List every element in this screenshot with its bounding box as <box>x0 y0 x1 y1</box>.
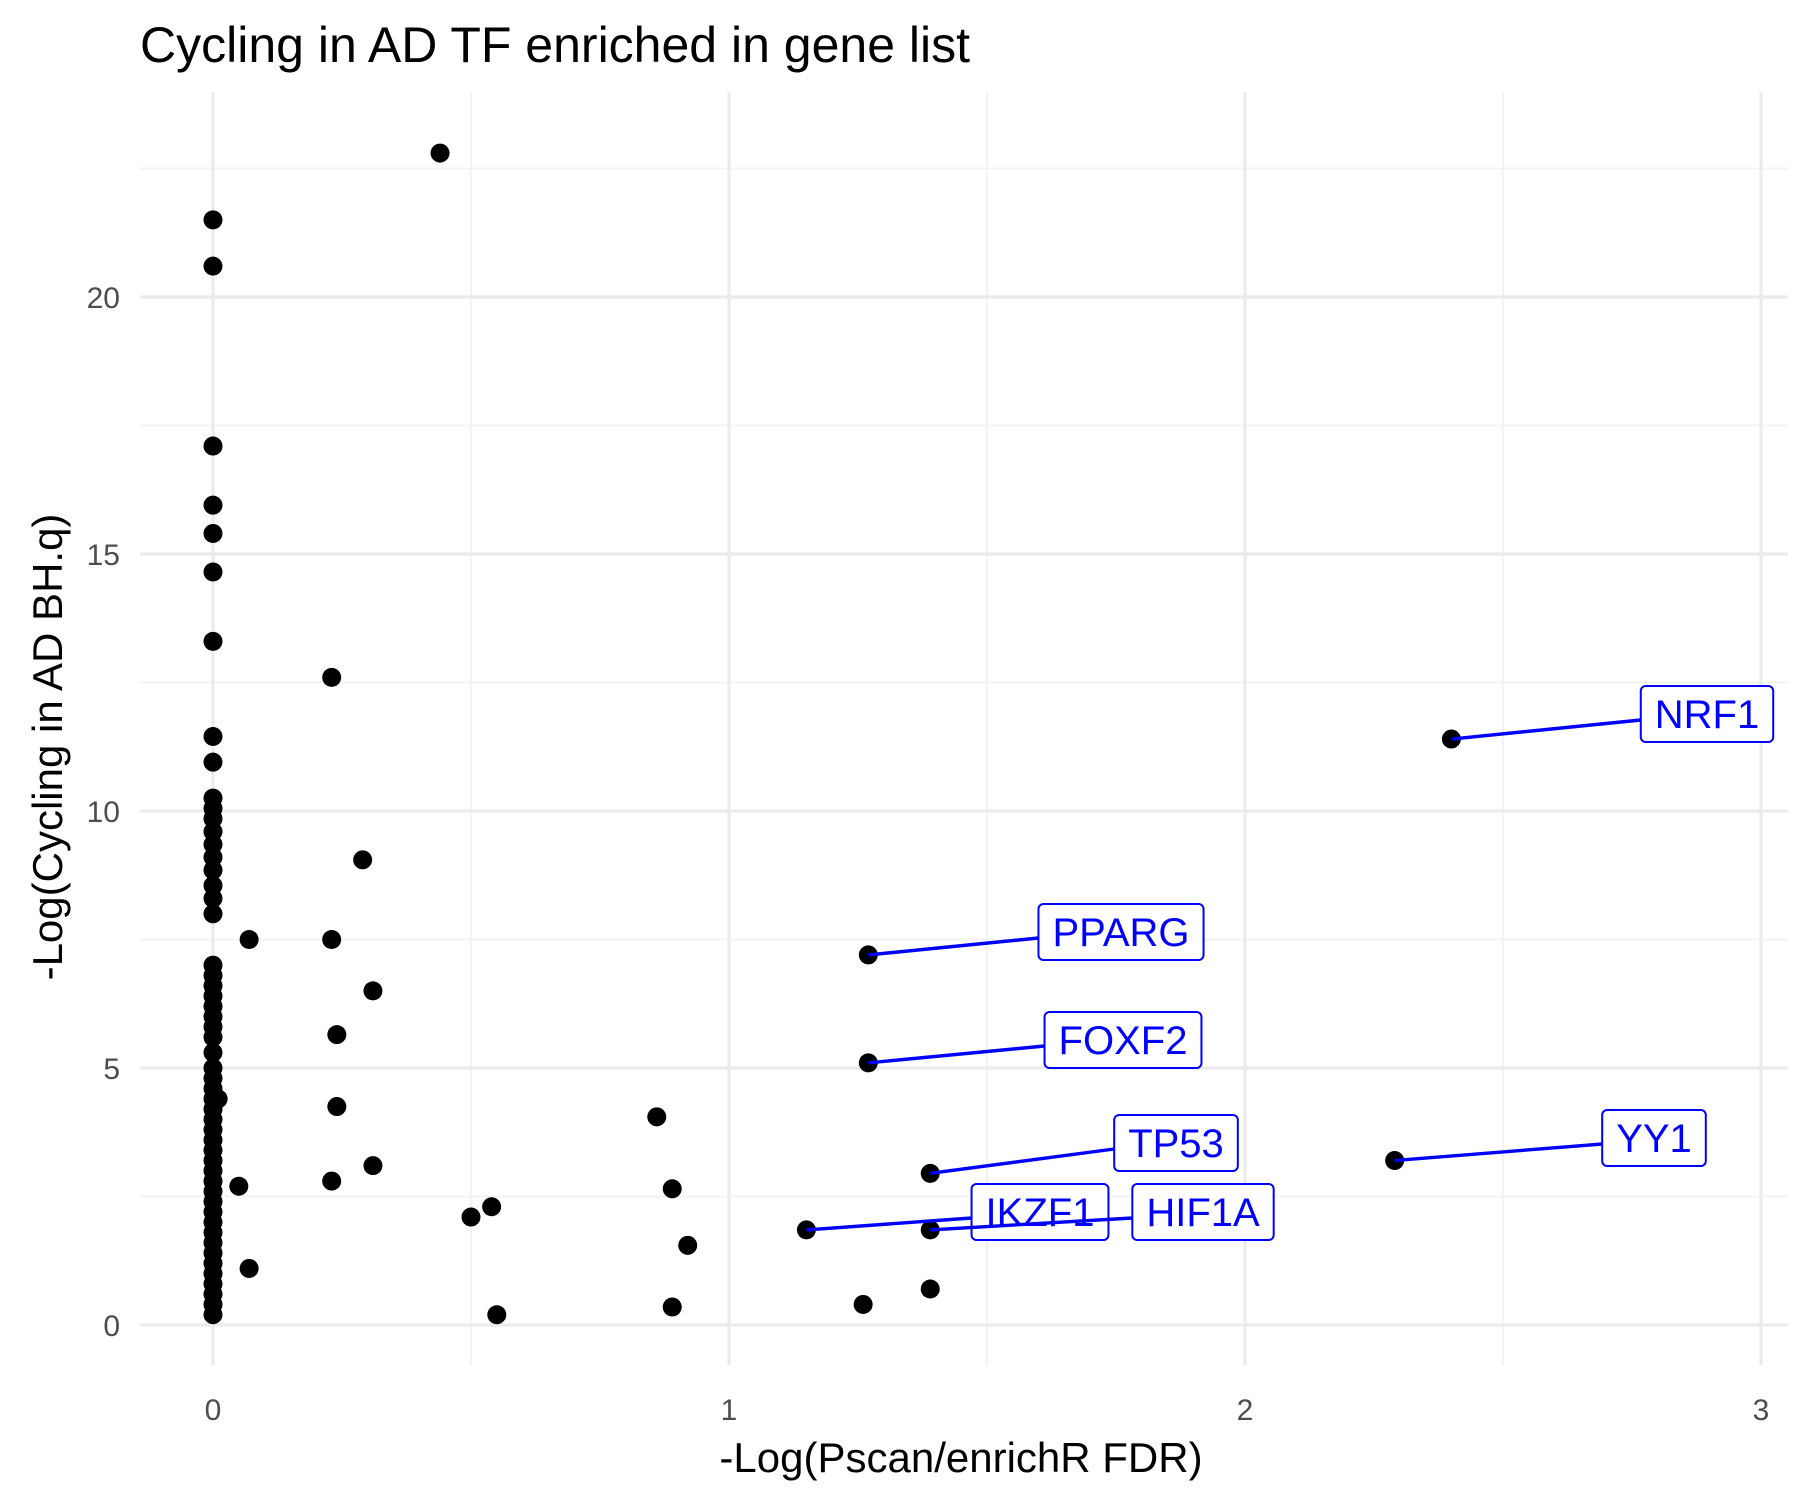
data-point <box>487 1305 507 1325</box>
data-point <box>203 495 223 515</box>
label-hif1a: HIF1A <box>930 1183 1275 1241</box>
label-connector <box>868 936 1039 957</box>
data-point <box>203 1027 223 1047</box>
label-text: TP53 <box>1128 1122 1224 1166</box>
data-point <box>322 1171 342 1191</box>
data-point <box>203 726 223 746</box>
label-text: YY1 <box>1616 1117 1692 1161</box>
data-point <box>853 1294 873 1314</box>
data-points <box>203 143 1461 1325</box>
data-point <box>363 1156 383 1176</box>
label-box <box>1131 1183 1275 1241</box>
label-box <box>1601 1109 1707 1167</box>
label-connector <box>806 1216 972 1232</box>
data-point <box>203 904 223 924</box>
data-point <box>208 1089 228 1109</box>
label-connector <box>930 1216 1133 1232</box>
data-point <box>203 436 223 456</box>
data-point <box>239 1258 259 1278</box>
label-connector <box>868 1044 1045 1065</box>
plot-grid <box>140 92 1788 1365</box>
x-tick-label: 1 <box>721 1394 738 1427</box>
data-point <box>327 1097 347 1117</box>
label-foxf2: FOXF2 <box>868 1011 1203 1069</box>
label-connector <box>1451 718 1641 741</box>
label-box <box>1113 1114 1239 1172</box>
label-text: IKZF1 <box>986 1191 1095 1235</box>
data-point <box>203 210 223 230</box>
data-point <box>461 1207 481 1227</box>
data-point <box>203 256 223 276</box>
y-axis-title: -Log(Cycling in AD BH.q) <box>24 514 71 981</box>
label-box <box>1043 1011 1203 1069</box>
label-text: NRF1 <box>1655 693 1759 737</box>
label-connector <box>930 1147 1115 1176</box>
data-point <box>203 523 223 543</box>
y-tick-label: 0 <box>103 1310 120 1343</box>
y-tick-label: 10 <box>87 796 120 829</box>
x-tick-label: 2 <box>1237 1394 1254 1427</box>
y-tick-label: 15 <box>87 539 120 572</box>
data-point <box>353 850 373 870</box>
label-tp53: TP53 <box>930 1114 1239 1176</box>
data-point <box>327 1025 347 1045</box>
label-text: HIF1A <box>1146 1191 1260 1235</box>
data-point <box>229 1176 249 1196</box>
label-ikzf1: IKZF1 <box>806 1183 1110 1241</box>
label-text: FOXF2 <box>1059 1019 1188 1063</box>
data-point <box>203 1305 223 1325</box>
label-box <box>1639 685 1775 743</box>
data-point <box>662 1297 682 1317</box>
label-text: PPARG <box>1052 911 1189 955</box>
data-point <box>322 667 342 687</box>
label-connector <box>1394 1142 1603 1163</box>
data-point <box>203 888 223 908</box>
x-tick-label: 0 <box>205 1394 222 1427</box>
label-yy1: YY1 <box>1394 1109 1707 1167</box>
chart-title: Cycling in AD TF enriched in gene list <box>140 17 970 73</box>
data-point <box>920 1279 940 1299</box>
x-axis-title: -Log(Pscan/enrichR FDR) <box>719 1434 1202 1481</box>
label-box <box>1037 903 1205 961</box>
data-point <box>203 860 223 880</box>
data-point <box>482 1197 502 1217</box>
data-point <box>203 1043 223 1063</box>
data-point <box>662 1179 682 1199</box>
data-point <box>203 752 223 772</box>
data-point <box>239 930 259 949</box>
label-pparg: PPARG <box>868 903 1205 961</box>
data-point <box>363 981 383 1001</box>
data-point <box>430 143 450 163</box>
x-tick-label: 3 <box>1753 1394 1770 1427</box>
data-point <box>678 1235 698 1255</box>
data-point <box>203 562 223 582</box>
data-point <box>647 1107 667 1127</box>
label-nrf1: NRF1 <box>1451 685 1775 743</box>
data-point <box>203 631 223 651</box>
y-tick-label: 20 <box>87 282 120 315</box>
y-tick-label: 5 <box>103 1053 120 1086</box>
data-point <box>322 930 342 949</box>
y-axis-ticks: 0 5 10 15 20 <box>87 282 120 1343</box>
x-axis-ticks: 0 1 2 3 <box>205 1394 1770 1427</box>
